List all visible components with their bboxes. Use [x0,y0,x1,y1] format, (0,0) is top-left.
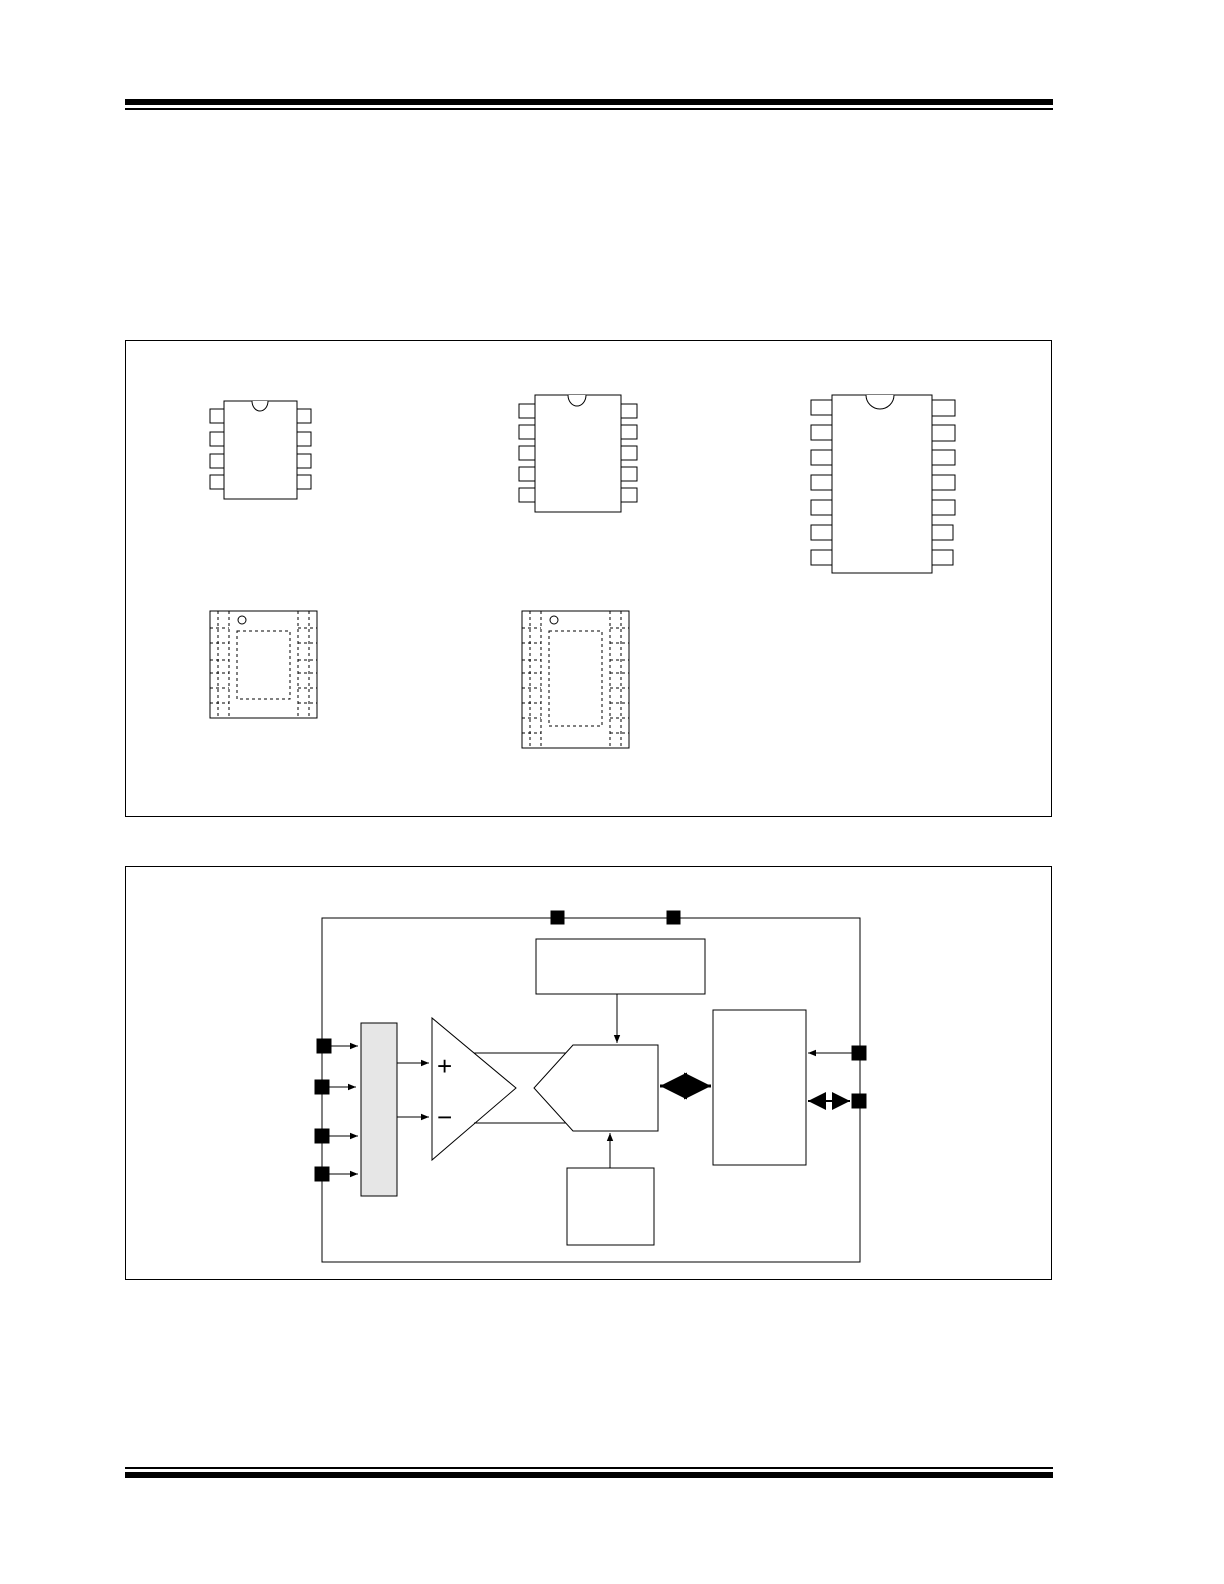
pin1-dot-icon [237,615,247,625]
header-rule-thick [125,99,1053,105]
pin-left-4 [314,1166,330,1182]
package-14pin-1 [810,394,956,574]
pin-right-1 [851,1045,867,1061]
input-mux-block [360,1022,398,1197]
exposed-pad [548,630,603,727]
block-diagram [314,910,867,1263]
bottom-block [566,1167,655,1246]
pga-amplifier-icon [431,1016,517,1162]
package-10pin-1 [518,394,638,513]
footer-rule-thin [125,1467,1053,1469]
package-dfn-1 [209,610,318,719]
package-dfn-2 [521,610,630,749]
interface-block [712,1009,807,1166]
adc-block [533,1044,659,1132]
pin-left-2 [314,1079,330,1095]
pin1-notch-icon [567,394,587,407]
pin-top-2 [666,910,681,925]
top-block [535,938,706,995]
header-rule-thin [125,108,1053,110]
pin-top-1 [550,910,565,925]
footer-rule-thick [125,1472,1053,1478]
pin-right-2 [851,1093,867,1109]
pin1-notch-icon [865,394,895,410]
pin1-notch-icon [251,400,269,412]
pin1-dot-icon [549,615,559,625]
pin-left-3 [314,1128,330,1144]
pin-left-1 [316,1038,332,1054]
minus-sign: − [437,1102,452,1132]
exposed-pad [236,630,291,700]
package-8pin-1 [209,400,312,500]
plus-sign: + [437,1051,452,1081]
